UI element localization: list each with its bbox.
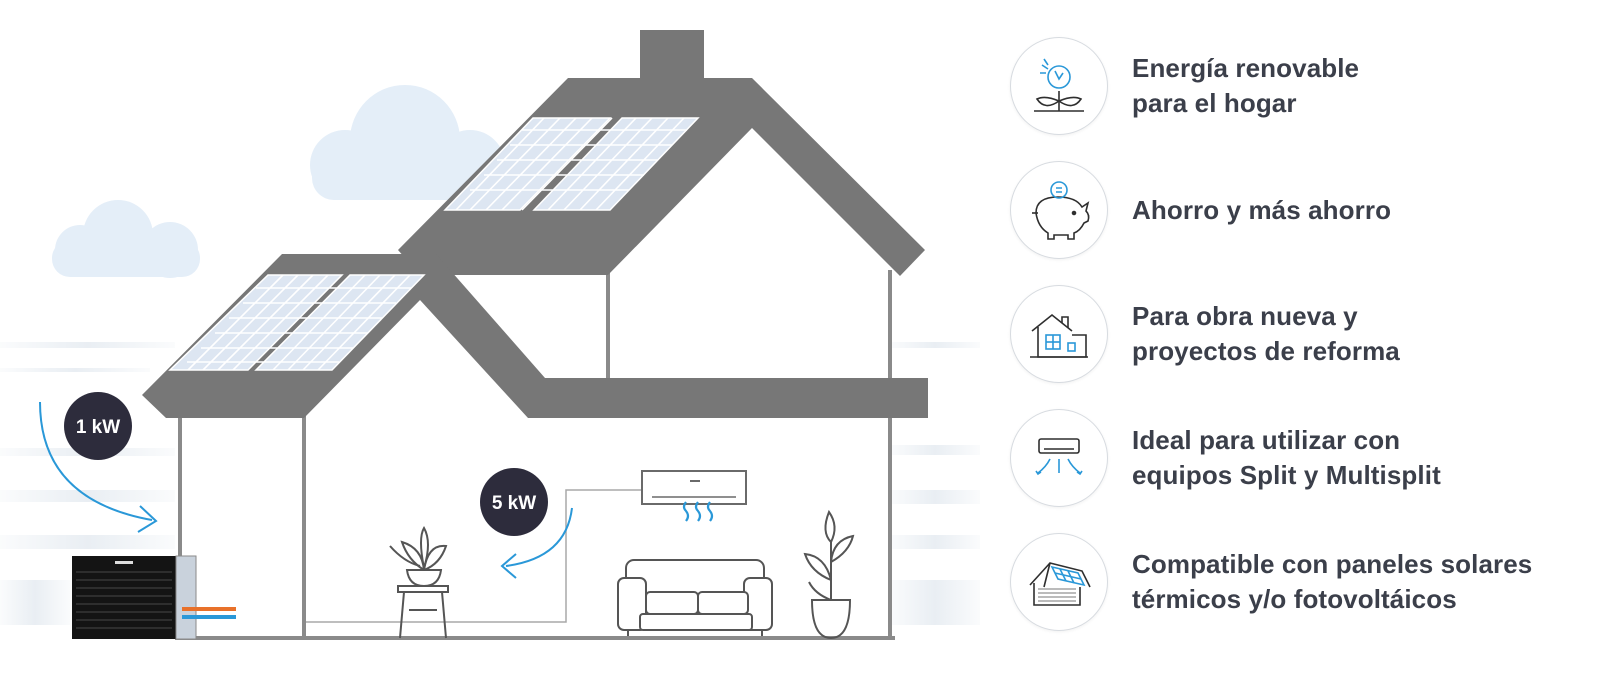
cloud-large bbox=[310, 85, 505, 200]
feature-label-line: Para obra nueva y bbox=[1132, 301, 1358, 331]
refrigerant-line bbox=[306, 489, 642, 623]
arrow-head-inside bbox=[500, 553, 517, 579]
power-badge-1kw-label: 1 kW bbox=[76, 417, 120, 438]
feature-solar-compatible-label: Compatible con paneles solares térmicos … bbox=[1132, 547, 1532, 617]
potted-plant-on-table bbox=[389, 526, 449, 639]
feature-label-line: equipos Split y Multisplit bbox=[1132, 460, 1441, 490]
feature-label-line: Energía renovable bbox=[1132, 53, 1360, 83]
split-ac-unit bbox=[641, 470, 747, 505]
house-renovation-icon bbox=[1010, 285, 1108, 383]
feature-renewable-energy: Energía renovable para el hogar bbox=[1010, 34, 1590, 138]
cloud-small bbox=[52, 200, 200, 278]
feature-label-line: Compatible con paneles solares bbox=[1132, 549, 1533, 579]
heat-pump-unit bbox=[72, 555, 197, 640]
features-list: Energía renovable para el hogar Ahorro y… bbox=[1010, 34, 1590, 654]
renewable-energy-plant-icon bbox=[1010, 37, 1108, 135]
floor-plant bbox=[803, 509, 855, 640]
feature-solar-compatible: Compatible con paneles solares térmicos … bbox=[1010, 530, 1590, 634]
power-badge-1kw: 1 kW bbox=[64, 392, 132, 460]
cold-air-waves bbox=[682, 501, 714, 522]
feature-label-line: Ideal para utilizar con bbox=[1132, 425, 1401, 455]
air-flow-arrow-outside bbox=[39, 401, 153, 521]
air-flow-arrow-inside bbox=[505, 507, 573, 567]
power-badge-5kw-label: 5 kW bbox=[492, 493, 536, 514]
feature-new-build-renovation: Para obra nueva y proyectos de reforma bbox=[1010, 282, 1590, 386]
feature-savings: Ahorro y más ahorro bbox=[1010, 158, 1590, 262]
solar-panels-upper bbox=[443, 117, 700, 211]
feature-label-line: térmicos y/o fotovoltáicos bbox=[1132, 584, 1457, 614]
house-scene-illustration: 1 kW 5 kW bbox=[0, 30, 980, 640]
sofa bbox=[617, 559, 773, 636]
feature-renewable-energy-label: Energía renovable para el hogar bbox=[1132, 51, 1359, 121]
water-pipes bbox=[182, 607, 236, 619]
feature-split-multisplit: Ideal para utilizar con equipos Split y … bbox=[1010, 406, 1590, 510]
feature-savings-label: Ahorro y más ahorro bbox=[1132, 193, 1391, 228]
feature-label-line: para el hogar bbox=[1132, 88, 1297, 118]
feature-label-line: proyectos de reforma bbox=[1132, 336, 1400, 366]
piggy-bank-icon bbox=[1010, 161, 1108, 259]
split-air-conditioner-icon bbox=[1010, 409, 1108, 507]
arrow-head-outside bbox=[137, 505, 158, 533]
solar-panels-lower bbox=[168, 274, 426, 371]
feature-split-multisplit-label: Ideal para utilizar con equipos Split y … bbox=[1132, 423, 1441, 493]
power-badge-5kw: 5 kW bbox=[480, 468, 548, 536]
feature-new-build-renovation-label: Para obra nueva y proyectos de reforma bbox=[1132, 299, 1400, 369]
solar-roof-icon bbox=[1010, 533, 1108, 631]
feature-label-line: Ahorro y más ahorro bbox=[1132, 194, 1392, 225]
